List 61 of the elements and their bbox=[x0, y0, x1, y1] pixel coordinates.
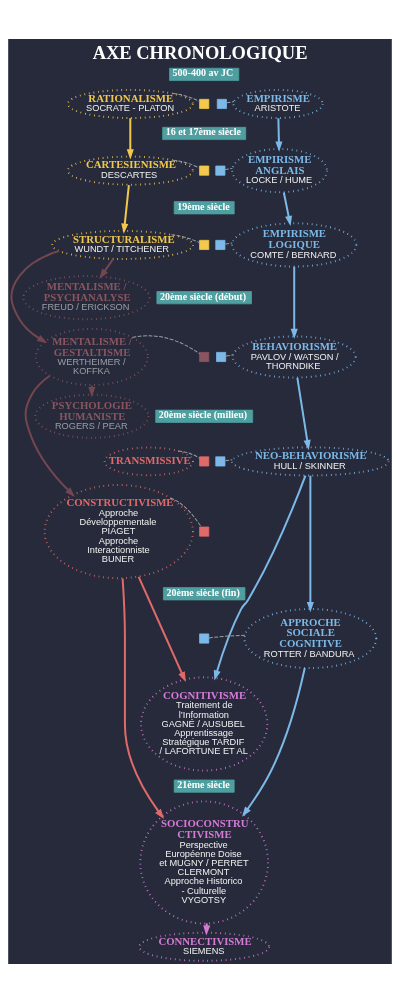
diagram-title: AXE CHRONOLOGIQUE bbox=[92, 43, 308, 64]
node-ellipse: EMPIRISME ANGLAIS LOCKE / HUME bbox=[231, 148, 328, 194]
node-box bbox=[199, 456, 210, 467]
node-box bbox=[199, 98, 210, 109]
node-box: 500-400 av JC bbox=[169, 67, 240, 81]
arrow bbox=[126, 117, 134, 160]
node-circle: SOCIOCONSTRU CTIVISME Perspective Européenne Doise et MUGNY / PERRET CLERMONT Approche Historico - Culturelle VYGOTSY bbox=[139, 800, 269, 925]
node-ellipse: EMPIRISME ARISTOTE bbox=[232, 88, 324, 119]
node-box bbox=[215, 456, 226, 467]
node-box bbox=[216, 98, 227, 109]
node-box: 20ème siècle (milieu) bbox=[155, 409, 254, 423]
connector bbox=[170, 497, 202, 528]
connector bbox=[224, 242, 233, 245]
connector bbox=[208, 634, 246, 639]
node-ellipse: EMPIRISME LOGIQUE COMTE / BERNARD bbox=[231, 222, 358, 268]
node-ellipse: NEO-BEHAVIORISME HULL / SKINNER bbox=[231, 446, 390, 477]
arrow bbox=[137, 575, 186, 683]
arrow bbox=[242, 667, 306, 817]
connector bbox=[131, 335, 200, 355]
arrow bbox=[10, 250, 61, 344]
node-box bbox=[199, 526, 210, 537]
arrow bbox=[121, 184, 130, 234]
arrow bbox=[275, 117, 283, 152]
connector bbox=[224, 167, 233, 171]
node-box: 19ème siècle bbox=[173, 201, 235, 215]
node-box bbox=[199, 633, 210, 644]
node-ellipse: APPROCHE SOCIALE COGNITIVE ROTTER / BANDURA bbox=[243, 608, 378, 669]
node-box bbox=[199, 165, 210, 176]
connector bbox=[172, 93, 201, 102]
arrow bbox=[296, 376, 311, 451]
node-ellipse: TRANSMISSIVE bbox=[103, 446, 194, 477]
arrow bbox=[99, 258, 115, 279]
node-box: 16 et 17ème siècle bbox=[162, 126, 247, 140]
arrow bbox=[306, 474, 314, 613]
node-ellipse: PSYCHOLOGIE HUMANISTE ROGERS / PEAR bbox=[34, 393, 150, 439]
connector bbox=[177, 450, 200, 459]
node-box bbox=[215, 239, 226, 250]
node-box: 20ème siècle (début) bbox=[156, 291, 252, 305]
connector bbox=[225, 354, 234, 357]
node-box bbox=[215, 165, 226, 176]
node-box: 21ème siècle bbox=[173, 779, 235, 793]
node-ellipse: STRUCTURALISME WUNDT / TITCHENER bbox=[51, 229, 194, 260]
connector bbox=[172, 159, 201, 169]
arrow bbox=[24, 374, 75, 497]
node-box bbox=[216, 352, 227, 362]
node-box bbox=[199, 239, 210, 250]
arrow bbox=[213, 474, 307, 681]
arrow bbox=[282, 191, 293, 227]
node-ellipse: BEHAVIORISME PAVLOV / WATSON / THORNDIKE bbox=[231, 335, 357, 379]
node-ellipse: CARTESIENISME DESCARTES bbox=[66, 155, 194, 186]
connector bbox=[226, 101, 235, 104]
connector bbox=[224, 459, 233, 462]
node-ellipse: RATIONALISME SOCRATE - PLATON bbox=[66, 88, 194, 119]
node-box: 20ème siècle (fin) bbox=[163, 587, 246, 601]
arrow bbox=[121, 577, 165, 819]
connector bbox=[170, 234, 200, 244]
arrow bbox=[290, 265, 298, 340]
node-ellipse: COGNITIVISME Traitement de l’Information GAGNÉ / AUSUBEL Apprentissage Stratégique TARDIF / LAFORTUNE ET AL bbox=[140, 676, 269, 772]
node-ellipse: MENTALISME / PSYCHANALYSE FREUD / ERICKSON bbox=[22, 275, 151, 321]
node-ellipse: CONNECTIVISME SIEMENS bbox=[138, 931, 270, 962]
node-box bbox=[199, 352, 210, 362]
